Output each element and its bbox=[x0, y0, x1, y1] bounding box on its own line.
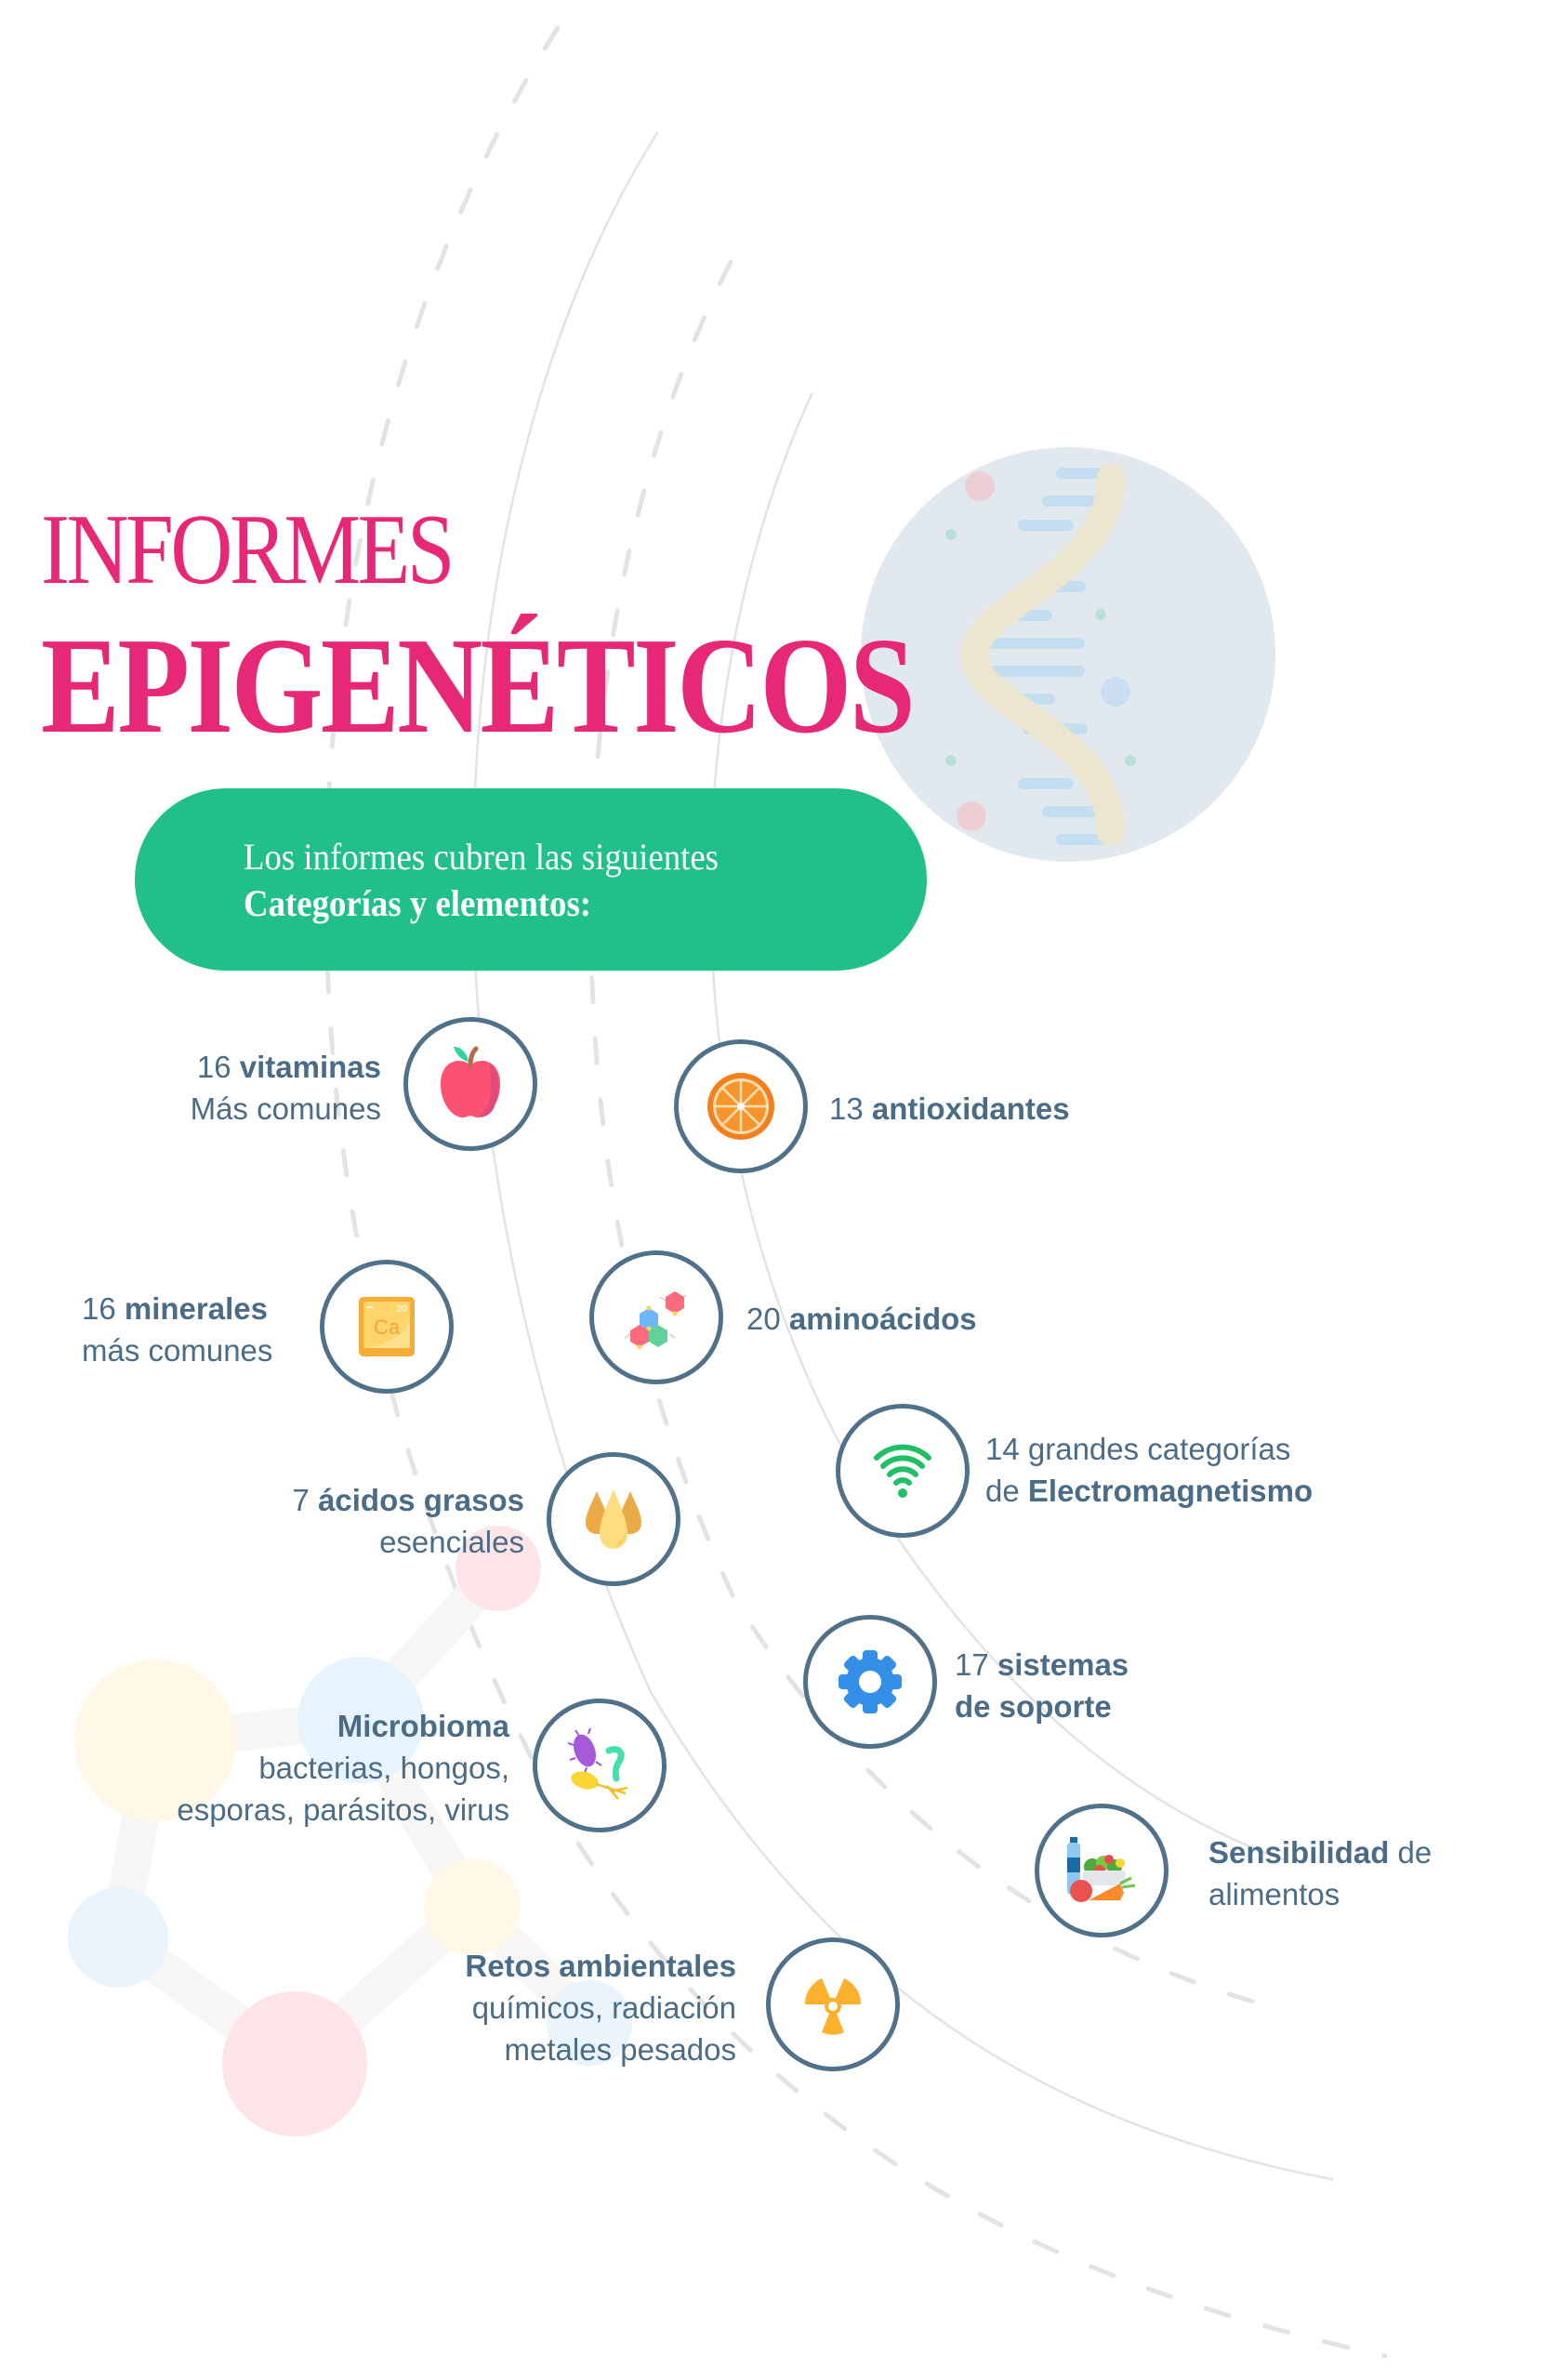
page-title-line1: INFORMES bbox=[41, 495, 456, 605]
molecule-icon bbox=[624, 1291, 687, 1350]
category-label-antioxidants: 13 antioxidantes bbox=[829, 1088, 1070, 1130]
intro-text-line2: Categorías y elementos: bbox=[244, 882, 592, 924]
category-name: Electromagnetismo bbox=[1027, 1474, 1314, 1508]
category-label-minerals: 16 minerales más comunes bbox=[82, 1288, 272, 1371]
category-name: ácidos grasos bbox=[318, 1483, 524, 1517]
category-ring-antioxidants bbox=[674, 1039, 808, 1173]
category-label-support-systems: 17 sistemas de soporte bbox=[955, 1644, 1129, 1727]
category-ring-minerals: Ca 20 bbox=[320, 1260, 454, 1394]
apple-icon bbox=[441, 1046, 500, 1117]
category-name: vitaminas bbox=[239, 1050, 381, 1084]
svg-text:Ca: Ca bbox=[374, 1316, 401, 1339]
category-subtitle-line2: metales pesados bbox=[504, 2032, 736, 2067]
category-connector: de bbox=[985, 1474, 1020, 1508]
category-count: 16 bbox=[196, 1050, 231, 1084]
category-ring-microbiome bbox=[533, 1699, 667, 1832]
category-name-line2: de soporte bbox=[955, 1689, 1112, 1724]
category-subtitle: esenciales bbox=[379, 1525, 524, 1559]
calcium-element-icon: Ca 20 bbox=[359, 1297, 415, 1356]
category-name: sistemas bbox=[997, 1647, 1129, 1682]
category-ring-environmental bbox=[766, 1937, 900, 2071]
wifi-signal-icon bbox=[874, 1444, 931, 1498]
category-ring-amino-acids bbox=[589, 1250, 723, 1384]
category-label-environmental: Retos ambientales químicos, radiación me… bbox=[465, 1945, 736, 2070]
orange-slice-icon bbox=[707, 1073, 774, 1140]
category-label-vitamins: 16 vitaminas Más comunes bbox=[191, 1046, 381, 1130]
category-name: aminoácidos bbox=[788, 1302, 977, 1336]
oil-drops-icon bbox=[586, 1489, 641, 1549]
gear-icon bbox=[838, 1650, 902, 1713]
category-subtitle: bacterias, hongos, bbox=[258, 1751, 509, 1785]
category-label-amino-acids: 20 aminoácidos bbox=[746, 1298, 977, 1340]
category-ring-support-systems bbox=[803, 1615, 937, 1749]
orbit-arc-solid-inner bbox=[709, 392, 1285, 1861]
category-label-food-sensitivity: Sensibilidad de alimentos bbox=[1208, 1831, 1432, 1915]
category-label-microbiome: Microbioma bacterias, hongos, esporas, p… bbox=[177, 1705, 509, 1831]
category-name: minerales bbox=[124, 1291, 268, 1326]
svg-text:20: 20 bbox=[396, 1304, 407, 1315]
dna-illustration bbox=[861, 447, 1275, 862]
category-count: 17 bbox=[955, 1647, 989, 1682]
category-prefix: 14 grandes categorías bbox=[985, 1432, 1291, 1466]
page-title-line2: EPIGENÉTICOS bbox=[41, 610, 916, 762]
category-name: Microbioma bbox=[337, 1709, 509, 1743]
category-count: 7 bbox=[292, 1483, 310, 1517]
category-subtitle: más comunes bbox=[82, 1333, 273, 1368]
category-name: antioxidantes bbox=[871, 1091, 1070, 1126]
category-ring-food-sensitivity bbox=[1035, 1804, 1168, 1937]
microbes-icon bbox=[567, 1727, 628, 1800]
molecule-decoration bbox=[68, 1526, 632, 2136]
category-count: 13 bbox=[829, 1091, 864, 1126]
category-count: 16 bbox=[82, 1291, 116, 1326]
category-subtitle-line2: esporas, parásitos, virus bbox=[177, 1792, 509, 1827]
category-ring-fatty-acids bbox=[547, 1452, 680, 1586]
radiation-icon bbox=[804, 1978, 862, 2035]
category-name: Sensibilidad bbox=[1208, 1835, 1390, 1870]
category-subtitle: químicos, radiación bbox=[471, 1990, 736, 2025]
category-label-electromagnetism: 14 grandes categorías de Electromagnetis… bbox=[985, 1428, 1313, 1512]
orbit-arc-solid-outer bbox=[471, 131, 1334, 2181]
intro-banner bbox=[135, 788, 927, 971]
category-label-fatty-acids: 7 ácidos grasos esenciales bbox=[293, 1479, 524, 1563]
category-connector: de bbox=[1397, 1835, 1433, 1870]
category-ring-electromagnetism bbox=[836, 1404, 970, 1538]
intro-text-line1: Los informes cubren las siguientes bbox=[244, 836, 720, 878]
food-basket-icon bbox=[1067, 1837, 1136, 1902]
category-subtitle: alimentos bbox=[1208, 1877, 1340, 1911]
category-ring-vitamins bbox=[403, 1017, 537, 1151]
category-name: Retos ambientales bbox=[465, 1949, 736, 1983]
category-count: 20 bbox=[746, 1302, 781, 1336]
category-subtitle: Más comunes bbox=[190, 1091, 381, 1126]
